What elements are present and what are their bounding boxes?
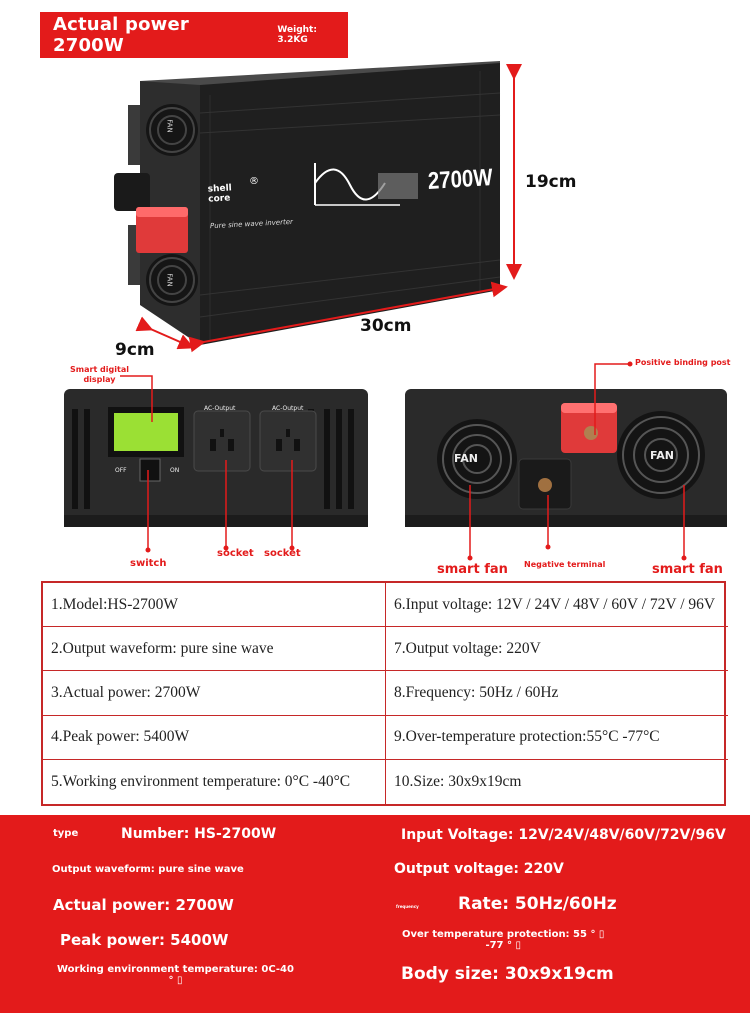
callout-smart-fan-left: smart fan (437, 562, 508, 577)
footer-over-temp-line1: Over temperature protection: 55 ° ▯ (402, 929, 605, 940)
footer-working-temp: Working environment temperature: 0C-40 °… (57, 964, 294, 986)
footer-spec-panel: type Number: HS-2700W Input Voltage: 12V… (0, 815, 750, 1013)
dimension-width: 9cm (115, 340, 155, 360)
footer-over-temp: Over temperature protection: 55 ° ▯ -77 … (402, 929, 604, 951)
callout-socket-2: socket (264, 548, 301, 559)
spec-cell: 3.Actual power: 2700W (43, 671, 386, 716)
footer-rate: Rate: 50Hz/60Hz (458, 894, 617, 914)
switch-off-label: OFF (115, 467, 127, 474)
dimension-length: 30cm (360, 316, 412, 336)
dimension-arrows (135, 64, 522, 353)
callout-smart-display: Smart digital display (70, 365, 129, 385)
footer-actual-power: Actual power: 2700W (53, 896, 234, 914)
switch-on-label: ON (170, 467, 180, 474)
spec-cell: 9.Over-temperature protection:55°C -77°C (386, 716, 728, 760)
footer-number: Number: HS-2700W (121, 826, 277, 842)
footer-body-size: Body size: 30x9x19cm (401, 964, 614, 984)
spec-cell: 1.Model:HS-2700W (43, 583, 386, 628)
spec-cell: 4.Peak power: 5400W (43, 715, 386, 760)
callout-smart-fan-right: smart fan (652, 562, 723, 577)
spec-cell: 7.Output voltage: 220V (386, 627, 728, 672)
footer-type-label: type (53, 828, 79, 839)
callout-switch: switch (130, 558, 167, 569)
rear-fan-text-right: FAN (650, 449, 674, 462)
ac-output-label-2: AC-Output (272, 405, 304, 412)
footer-working-temp-line1: Working environment temperature: 0C-40 (57, 964, 294, 975)
callout-socket-1: socket (217, 548, 254, 559)
rear-panel-image (405, 389, 727, 527)
spec-cell: 6.Input voltage: 12V / 24V / 48V / 60V /… (386, 583, 728, 628)
footer-frequency-small: frequency (396, 904, 419, 909)
banner-weight: Weight: 3.2KG (277, 25, 317, 45)
footer-peak-power: Peak power: 5400W (60, 931, 229, 949)
footer-input-voltage: Input Voltage: 12V/24V/48V/60V/72V/96V (401, 827, 726, 843)
banner-title: Actual power 2700W (53, 14, 189, 56)
rear-fan-text-left: FAN (454, 452, 478, 465)
callout-smart-display-line2: display (83, 375, 116, 384)
footer-output-voltage: Output voltage: 220V (394, 861, 564, 877)
spec-cell: 10.Size: 30x9x19cm (394, 772, 522, 790)
ac-output-label-1: AC-Output (204, 405, 236, 412)
spec-table: 1.Model:HS-2700W 6.Input voltage: 12V / … (41, 581, 728, 806)
callout-positive-post: Positive binding post (635, 358, 731, 367)
rear-callout-lines (467, 361, 687, 561)
inverter-main-image (114, 61, 501, 345)
header-banner: Actual power 2700W Weight: 3.2KG (40, 12, 348, 58)
footer-output-waveform: Output waveform: pure sine wave (52, 864, 244, 875)
spec-cell: 2.Output waveform: pure sine wave (43, 627, 386, 672)
callout-smart-display-line1: Smart digital (70, 365, 129, 374)
callout-negative-terminal: Negative terminal (524, 560, 606, 569)
spec-cell: 5.Working environment temperature: 0°C -… (43, 759, 386, 804)
dimension-height: 19cm (525, 172, 577, 192)
front-callout-lines (120, 375, 295, 553)
spec-cell: 8.Frequency: 50Hz / 60Hz (386, 671, 728, 716)
footer-over-temp-line2: -77 ° ▯ (485, 940, 521, 951)
footer-working-temp-line2: ° ▯ (168, 975, 183, 986)
registered-mark: ® (249, 176, 259, 187)
